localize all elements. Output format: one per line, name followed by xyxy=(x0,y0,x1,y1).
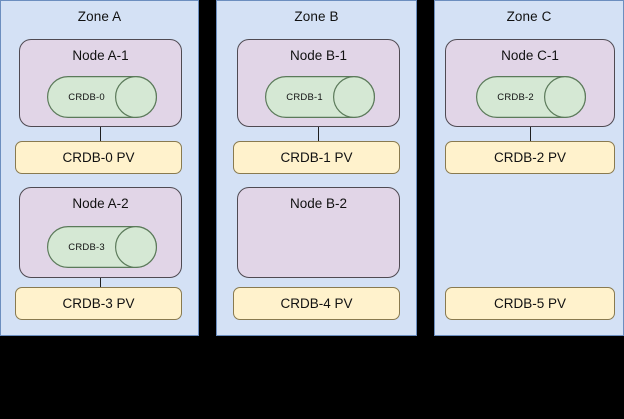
node-b-2: Node B-2 xyxy=(237,187,400,278)
cylinder-icon xyxy=(47,226,157,268)
pod-crdb-3-label: CRDB-3 xyxy=(68,241,105,253)
connector-crdb-2-to-pv xyxy=(530,127,531,142)
pod-crdb-2-label: CRDB-2 xyxy=(497,91,534,103)
connector-crdb-0-to-pv xyxy=(100,127,101,142)
cylinder-icon xyxy=(476,76,586,118)
pv-crdb-3: CRDB-3 PV xyxy=(15,287,182,320)
zone-b-container: Zone B Node B-1 CRDB-1 CRDB-1 PV Node B-… xyxy=(216,0,417,336)
node-a-2: Node A-2 CRDB-3 xyxy=(19,187,182,278)
zone-a-title: Zone A xyxy=(77,9,122,24)
zone-a-container: Zone A Node A-1 CRDB-0 CRDB-0 PV Node A-… xyxy=(0,0,199,336)
node-a-1: Node A-1 CRDB-0 xyxy=(19,39,182,127)
pod-crdb-2: CRDB-2 xyxy=(476,76,586,118)
pv-crdb-1: CRDB-1 PV xyxy=(233,141,400,174)
pv-crdb-5: CRDB-5 PV xyxy=(445,287,615,320)
zone-b-title: Zone B xyxy=(294,9,339,24)
zone-c-title: Zone C xyxy=(506,9,552,24)
zone-c-container: Zone C Node C-1 CRDB-2 CRDB-2 PV CRDB-5 … xyxy=(434,0,624,336)
pod-crdb-3: CRDB-3 xyxy=(47,226,157,268)
node-c-1-label: Node C-1 xyxy=(501,48,559,63)
pod-crdb-0-label: CRDB-0 xyxy=(68,91,105,103)
connector-crdb-1-to-pv xyxy=(318,127,319,142)
pod-crdb-0: CRDB-0 xyxy=(47,76,157,118)
node-b-1-label: Node B-1 xyxy=(289,48,348,63)
node-b-1: Node B-1 CRDB-1 xyxy=(237,39,400,127)
pv-crdb-2: CRDB-2 PV xyxy=(445,141,615,174)
cylinder-icon xyxy=(265,76,375,118)
node-a-1-label: Node A-1 xyxy=(72,48,129,63)
cylinder-icon xyxy=(47,76,157,118)
connector-crdb-3-to-pv xyxy=(100,278,101,288)
node-b-2-label: Node B-2 xyxy=(289,196,348,211)
pv-crdb-4: CRDB-4 PV xyxy=(233,287,400,320)
pod-crdb-1-label: CRDB-1 xyxy=(286,91,323,103)
node-a-2-label: Node A-2 xyxy=(72,196,129,211)
node-c-1: Node C-1 CRDB-2 xyxy=(445,39,615,127)
pod-crdb-1: CRDB-1 xyxy=(265,76,375,118)
pv-crdb-0: CRDB-0 PV xyxy=(15,141,182,174)
